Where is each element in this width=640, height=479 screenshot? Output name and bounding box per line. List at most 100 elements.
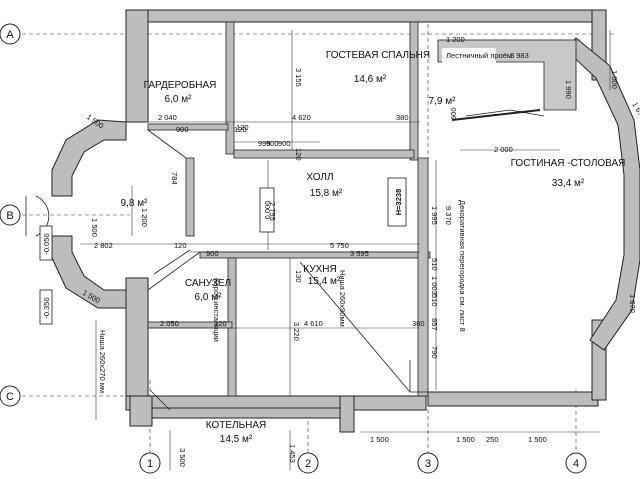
room-area: 6,0 м²	[195, 292, 223, 303]
dim-label: 4 620	[292, 113, 311, 122]
room-name: КУХНЯ	[303, 264, 336, 275]
axis-label-a: A	[6, 29, 14, 41]
level-outside: -0.350	[42, 297, 51, 318]
dim-label: 120	[234, 125, 247, 134]
room-name: ХОЛЛ	[306, 172, 333, 183]
room-wardrobe: ГАРДЕРОБНАЯ 6,0 м²	[144, 80, 217, 105]
dim-label: 1 500	[528, 435, 547, 444]
dim-label: 1 990	[564, 80, 573, 99]
dim-label: 3 155	[294, 68, 303, 87]
axis-marker-4: 4	[565, 452, 587, 474]
note-box: Короб инсталяции	[212, 278, 221, 342]
dim-label: 3 983	[510, 51, 529, 60]
note-partition: Декоративная перегородка см. лист 8	[458, 200, 467, 332]
dim-label: 120	[174, 241, 187, 250]
dim-label: 1 500	[456, 435, 475, 444]
room-vestibule: 9,8 м²	[121, 198, 149, 209]
dim-label: 380	[396, 113, 409, 122]
room-name: ГОСТИНАЯ -СТОЛОВАЯ	[511, 158, 626, 169]
note-niche-kitchen: Ниша 260x90мм	[338, 270, 347, 327]
level-height-box: Н=3238	[387, 177, 407, 227]
dim-label: 3 595	[350, 249, 369, 258]
axis-marker-a: A	[0, 23, 21, 45]
dim-label: 3 220	[292, 322, 301, 341]
dim-label: 510	[430, 294, 439, 307]
stair-opening-note: Лестничный проём	[442, 48, 512, 70]
axis-marker-2: 2	[297, 452, 319, 474]
exterior-walls	[51, 9, 640, 433]
dim-label: 120	[214, 319, 227, 328]
dim-label: 1 500	[370, 435, 389, 444]
room-bathroom: САНУЗЕЛ 6,0 м²	[185, 278, 231, 303]
dim-label: 9 370	[444, 206, 453, 225]
room-area: 7,9 м²	[429, 96, 457, 107]
dim-label: 1 003	[430, 276, 439, 295]
room-living: ГОСТИНАЯ -СТОЛОВАЯ 33,4 м²	[511, 158, 626, 189]
dim-label: 3 500	[178, 448, 187, 467]
dim-label: 120	[236, 123, 249, 132]
dim-label: 900	[266, 139, 279, 148]
dim-label: 2 755	[268, 202, 277, 221]
room-area: 9,8 м²	[121, 198, 149, 209]
level-porch: -0.050	[42, 233, 51, 254]
dim-label: 1 500	[90, 218, 99, 237]
level-porch-box: -0.050	[39, 225, 53, 261]
dim-label: 790	[430, 346, 439, 359]
dim-label: 1 670	[628, 294, 637, 313]
level-outside-box: -0.350	[39, 289, 53, 325]
dim-label: 2 802	[94, 241, 113, 250]
dim-label: 1 453	[288, 444, 297, 463]
axis-marker-1: 1	[139, 452, 161, 474]
room-area: 15,4 м²	[308, 276, 341, 287]
room-name: ГОСТЕВАЯ СПАЛЬНЯ	[326, 50, 430, 61]
dim-label: 250	[486, 435, 499, 444]
dim-label: 900	[206, 249, 219, 258]
note-niche-left: Ниша 260x270 мм	[98, 330, 107, 393]
room-guest-bedroom: ГОСТЕВАЯ СПАЛЬНЯ 14,6 м²	[326, 50, 430, 85]
dim-label: 1 000	[610, 70, 619, 89]
room-area: 14,5 м²	[220, 434, 253, 445]
room-boiler: КОТЕЛЬНАЯ 14,5 м²	[206, 420, 267, 445]
dim-label: 1 200	[140, 208, 149, 227]
axis-label-4: 4	[573, 458, 579, 470]
level-height: Н=3238	[394, 189, 403, 215]
doors	[25, 109, 545, 411]
level-hall-box: 0.000	[259, 187, 275, 233]
dim-label: 4 610	[304, 319, 323, 328]
room-name: КОТЕЛЬНАЯ	[206, 420, 267, 431]
room-stair: 7,9 м²	[429, 96, 457, 107]
dim-label: 600	[449, 107, 458, 120]
axis-label-c: C	[6, 391, 14, 403]
axis-label-1: 1	[147, 458, 153, 470]
dim-label: 995	[258, 139, 271, 148]
axis-marker-c: C	[0, 385, 21, 407]
room-area: 33,4 м²	[552, 178, 585, 189]
room-area: 6,0 м²	[165, 94, 193, 105]
room-area: 14,6 м²	[354, 74, 387, 85]
dim-label: 784	[170, 172, 179, 185]
axis-label-b: B	[6, 210, 13, 222]
axis-label-2: 2	[305, 458, 311, 470]
room-area: 15,8 м²	[310, 188, 343, 199]
dim-label: 1 995	[430, 206, 439, 225]
dim-label: 900	[278, 139, 291, 148]
dimension-lines	[80, 30, 611, 470]
axis-marker-b: B	[0, 204, 21, 226]
dim-label: 130	[294, 270, 303, 283]
dim-label: 857	[430, 318, 439, 331]
dim-label: 510	[430, 258, 439, 271]
dim-label: 2 040	[158, 113, 177, 122]
room-name: САНУЗЕЛ	[185, 278, 231, 289]
vestibule-diagonals	[147, 129, 201, 291]
room-hall: ХОЛЛ 15,8 м²	[306, 172, 342, 199]
room-name: ГАРДЕРОБНАЯ	[144, 80, 217, 91]
dim-label: 1 6?	[630, 101, 640, 118]
dim-label: 380	[412, 319, 425, 328]
dim-label: 2 050	[160, 319, 179, 328]
note-stair-opening: Лестничный проём	[446, 51, 512, 60]
level-hall: 0.000	[263, 201, 272, 220]
dim-label: 1 200	[446, 35, 465, 44]
room-kitchen: КУХНЯ 15,4 м²	[303, 264, 341, 287]
axis-marker-3: 3	[417, 452, 439, 474]
